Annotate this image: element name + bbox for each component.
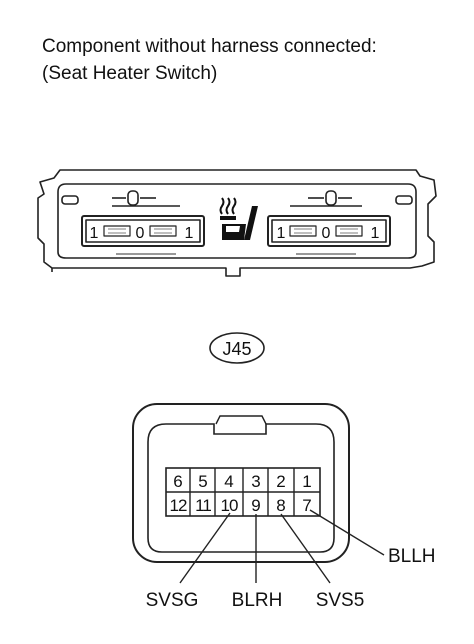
leader-svsg bbox=[179, 512, 231, 584]
pin-9: 9 bbox=[251, 496, 260, 515]
callout-svs5: SVS5 bbox=[316, 590, 365, 611]
pin-4: 4 bbox=[224, 472, 233, 491]
seat-heater-switch-panel bbox=[37, 169, 437, 277]
right-rocker-label-1: 1 bbox=[277, 225, 286, 242]
seat-heater-icon bbox=[219, 197, 258, 240]
pin-8: 8 bbox=[276, 496, 285, 515]
pin-3: 3 bbox=[251, 472, 260, 491]
connector-face bbox=[132, 403, 350, 563]
left-rocker-label-2: 1 bbox=[185, 225, 194, 242]
leader-bllh bbox=[309, 509, 385, 556]
connector-code-badge bbox=[209, 332, 265, 364]
callout-blrh: BLRH bbox=[232, 590, 283, 611]
pin-6: 6 bbox=[173, 472, 182, 491]
pin-7: 7 bbox=[302, 496, 311, 515]
title-line-1: Component without harness connected: bbox=[42, 36, 377, 57]
leader-svs5 bbox=[280, 513, 331, 584]
pin-11: 11 bbox=[195, 496, 211, 515]
right-rocker-label-2: 1 bbox=[371, 225, 380, 242]
callout-bllh: BLLH bbox=[388, 546, 436, 567]
connector-code: J45 bbox=[222, 339, 251, 359]
right-rocker-label-0: 0 bbox=[322, 225, 331, 242]
left-rocker-label-0: 0 bbox=[136, 225, 145, 242]
pin-2: 2 bbox=[276, 472, 285, 491]
pin-10: 10 bbox=[221, 496, 238, 515]
title-line-2: (Seat Heater Switch) bbox=[42, 63, 218, 84]
callout-svsg: SVSG bbox=[146, 590, 199, 611]
left-rocker-label-1: 1 bbox=[90, 225, 99, 242]
pin-1: 1 bbox=[302, 472, 311, 491]
pin-5: 5 bbox=[198, 472, 207, 491]
pin-12: 12 bbox=[170, 496, 187, 515]
